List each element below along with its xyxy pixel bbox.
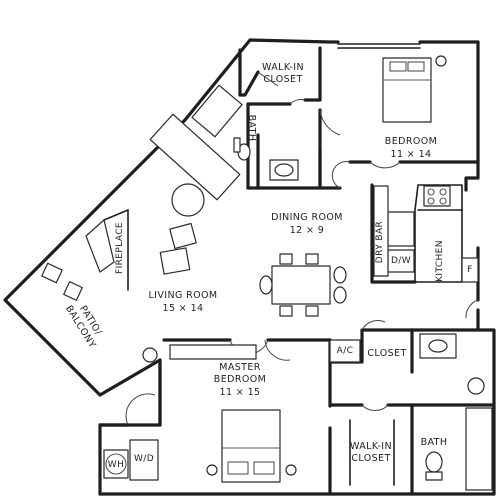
ac-unit bbox=[329, 339, 361, 363]
dining-table bbox=[271, 265, 331, 305]
pillow bbox=[389, 61, 407, 72]
washer-dryer bbox=[129, 439, 159, 481]
sofa bbox=[149, 113, 241, 201]
label-kitchen: KITCHEN bbox=[435, 240, 445, 282]
label-dining-dim: 12 × 9 bbox=[289, 225, 325, 236]
kitchen-sink bbox=[387, 211, 415, 247]
label-ac: A/C bbox=[336, 346, 354, 356]
living-furniture bbox=[85, 113, 241, 363]
master-furniture bbox=[169, 344, 297, 483]
label-walkin-closet-bottom: WALK-IN CLOSET bbox=[349, 441, 393, 464]
label-fireplace: FIREPLACE bbox=[115, 222, 125, 274]
label-bath-top: BATH bbox=[246, 114, 257, 142]
bottom-fixtures bbox=[103, 333, 493, 491]
label-dw: D/W bbox=[390, 256, 412, 266]
label-wh: WH bbox=[107, 460, 125, 470]
label-master-bedroom: MASTER BEDROOM bbox=[213, 362, 267, 385]
label-master-dim: 11 × 15 bbox=[219, 387, 261, 398]
label-bedroom-dim: 11 × 14 bbox=[390, 149, 432, 160]
fridge bbox=[461, 257, 479, 283]
label-closet: CLOSET bbox=[367, 348, 407, 359]
bathtub-bottom bbox=[465, 407, 493, 491]
patio-furniture bbox=[41, 262, 83, 301]
label-living-room: LIVING ROOM bbox=[148, 290, 218, 301]
bedroom-furniture bbox=[382, 55, 447, 123]
toilet-bottom bbox=[425, 451, 443, 473]
coffee-table bbox=[171, 183, 205, 217]
label-fridge: F bbox=[467, 265, 473, 275]
dry-bar-counter bbox=[373, 185, 389, 277]
toilet-tank-top bbox=[233, 137, 241, 153]
label-bath-bottom: BATH bbox=[420, 437, 448, 448]
plant bbox=[142, 347, 158, 363]
pillow bbox=[407, 61, 425, 72]
armchair bbox=[169, 222, 197, 250]
bedroom-window bbox=[337, 43, 421, 49]
dresser bbox=[169, 344, 257, 360]
label-dining-room: DINING ROOM bbox=[271, 212, 343, 223]
sink-top bbox=[274, 163, 294, 177]
dining-furniture bbox=[259, 253, 347, 317]
label-wd: W/D bbox=[133, 454, 155, 464]
fireplace-hearth bbox=[85, 219, 115, 273]
armchair bbox=[159, 247, 191, 275]
label-dry-bar: DRY BAR bbox=[375, 220, 385, 264]
label-living-dim: 15 × 14 bbox=[162, 303, 204, 314]
label-bedroom: BEDROOM bbox=[384, 136, 438, 147]
stove bbox=[423, 185, 451, 207]
lamp bbox=[435, 55, 447, 67]
top-bath-fixtures bbox=[191, 84, 299, 181]
kitchen-fixtures bbox=[373, 184, 479, 283]
label-walkin-closet-top: WALK-IN CLOSET bbox=[261, 62, 305, 85]
bathtub-top bbox=[191, 84, 243, 138]
